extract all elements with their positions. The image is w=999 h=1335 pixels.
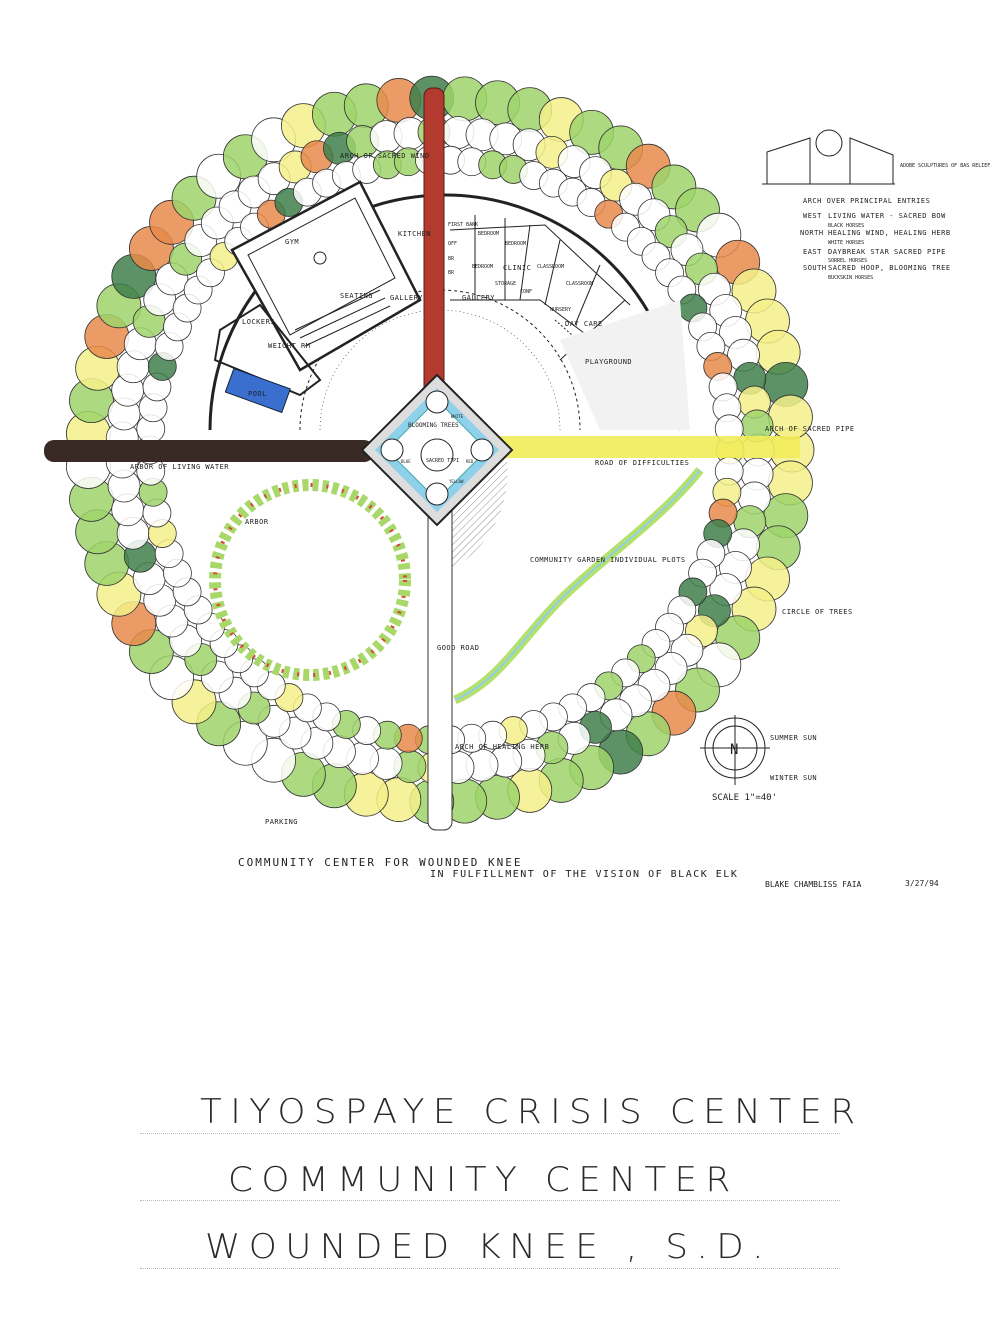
scale-label: SCALE 1"=40' <box>712 793 777 803</box>
tree-white-label: WHITE <box>451 414 464 419</box>
north-letter: N <box>730 742 738 758</box>
yellow-road-east <box>500 436 800 458</box>
caption-author: BLAKE CHAMBLISS FAIA <box>765 880 862 889</box>
good-road-south <box>427 499 453 831</box>
legend-text2-west: BLACK HORSES <box>828 223 864 229</box>
caption-line2: IN FULFILLMENT OF THE VISION OF BLACK EL… <box>430 869 738 880</box>
room-first-bank: FIRST BANK <box>448 222 478 228</box>
legend-text2-south: BUCKSKIN HORSES <box>828 275 873 281</box>
caption-date: 3/27/94 <box>905 879 939 888</box>
building-complex <box>208 180 682 431</box>
road-south-label: GOOD ROAD <box>437 644 479 652</box>
central-plaza <box>360 373 514 527</box>
room-playground: PLAYGROUND <box>585 358 632 366</box>
room-nursery: NURSERY <box>550 307 571 313</box>
room-bedroom-2: BEDROOM <box>505 241 526 247</box>
arch-west-label: ARBOR OF LIVING WATER <box>130 463 229 471</box>
winter-sun-label: WINTER SUN <box>770 774 817 782</box>
parking-label: PARKING <box>265 818 298 826</box>
legend-dir-west: WEST <box>803 212 822 220</box>
summer-sun-label: SUMMER SUN <box>770 734 817 742</box>
room-clinic: CLINIC <box>503 264 531 272</box>
road-east-label: ROAD OF DIFFICULTIES <box>595 459 689 467</box>
room-classroom-1: CLASSROOM <box>537 264 564 270</box>
room-classroom-2: CLASSROOM <box>566 281 593 287</box>
pool <box>224 367 291 414</box>
room-seating: SEATING <box>340 292 373 300</box>
playground <box>560 300 690 430</box>
room-bedroom-1: BEDROOM <box>478 231 499 237</box>
arch-elevation-sketch <box>762 129 895 185</box>
room-storage: STORAGE <box>495 281 516 287</box>
title-line-1: TIYOSPAYE CRISIS CENTER <box>200 1092 864 1132</box>
legend-text2-north: WHITE HORSES <box>828 240 864 246</box>
tree-yellow-label: YELLOW <box>449 479 464 484</box>
sacred-tipi <box>420 438 454 472</box>
room-conf: CONF <box>520 289 532 295</box>
caption-line1: COMMUNITY CENTER FOR WOUNDED KNEE <box>238 856 523 869</box>
sacred-tipi-label: SACRED TIPI <box>426 458 459 464</box>
arbor-ring <box>209 479 411 681</box>
room-off: OFF <box>448 241 457 247</box>
arch-south-label: ARCH OF HEALING HERB <box>455 743 549 751</box>
tree-blue-label: BLUE <box>401 459 411 464</box>
circle-of-trees <box>65 75 815 825</box>
legend-dir-north: NORTH <box>800 229 824 237</box>
room-bedroom-3: BEDROOM <box>472 264 493 270</box>
legend-text2-east: SORREL HORSES <box>828 258 867 264</box>
room-br-1: BR <box>448 256 455 262</box>
room-pool: POOL <box>248 390 267 398</box>
legend-dir-south: SOUTH <box>803 264 827 272</box>
legend-text-east: DAYBREAK STAR SACRED PIPE <box>828 248 946 256</box>
room-br-2: BR <box>448 270 455 276</box>
legend-heading: ARCH OVER PRINCIPAL ENTRIES <box>803 197 930 205</box>
room-kitchen: KITCHEN <box>398 230 431 238</box>
legend-text-west: LIVING WATER - SACRED BOW <box>828 212 946 220</box>
room-weight: WEIGHT RM <box>268 342 310 350</box>
room-lockers: LOCKERS <box>242 318 275 326</box>
red-road-north <box>423 87 445 407</box>
legend-text-north: HEALING WIND, HEALING HERB <box>828 229 951 237</box>
black-road-west <box>44 440 374 462</box>
circle-of-trees-label: CIRCLE OF TREES <box>782 608 853 616</box>
title-line-2: COMMUNITY CENTER <box>228 1160 739 1200</box>
title-line-3: WOUNDED KNEE , S.D. <box>205 1227 772 1267</box>
sculpture-note: ADOBE SCULPTURES OF BAS RELIEF <box>900 163 990 169</box>
room-gym: GYM <box>285 238 299 246</box>
room-day-care: DAY CARE <box>565 320 603 328</box>
north-arrow-compass <box>700 715 770 785</box>
legend-entries: WEST LIVING WATER - SACRED BOW BLACK HOR… <box>800 212 951 281</box>
blooming-trees-label: BLOOMING TREES <box>408 422 459 429</box>
garden-label: COMMUNITY GARDEN INDIVIDUAL PLOTS <box>530 556 686 564</box>
legend-dir-east: EAST <box>803 248 822 256</box>
arch-north-label: ARCH OF SACRED WIND <box>340 152 430 160</box>
legend-text-south: SACRED HOOP, BLOOMING TREE <box>828 264 951 272</box>
arbor-label: ARBOR <box>245 518 269 526</box>
room-gallery-west: GALLERY <box>390 294 423 302</box>
tree-red-label: RED <box>466 459 474 464</box>
room-gallery-east: GALLERY <box>462 294 495 302</box>
arch-east-label: ARCH OF SACRED PIPE <box>765 425 855 433</box>
